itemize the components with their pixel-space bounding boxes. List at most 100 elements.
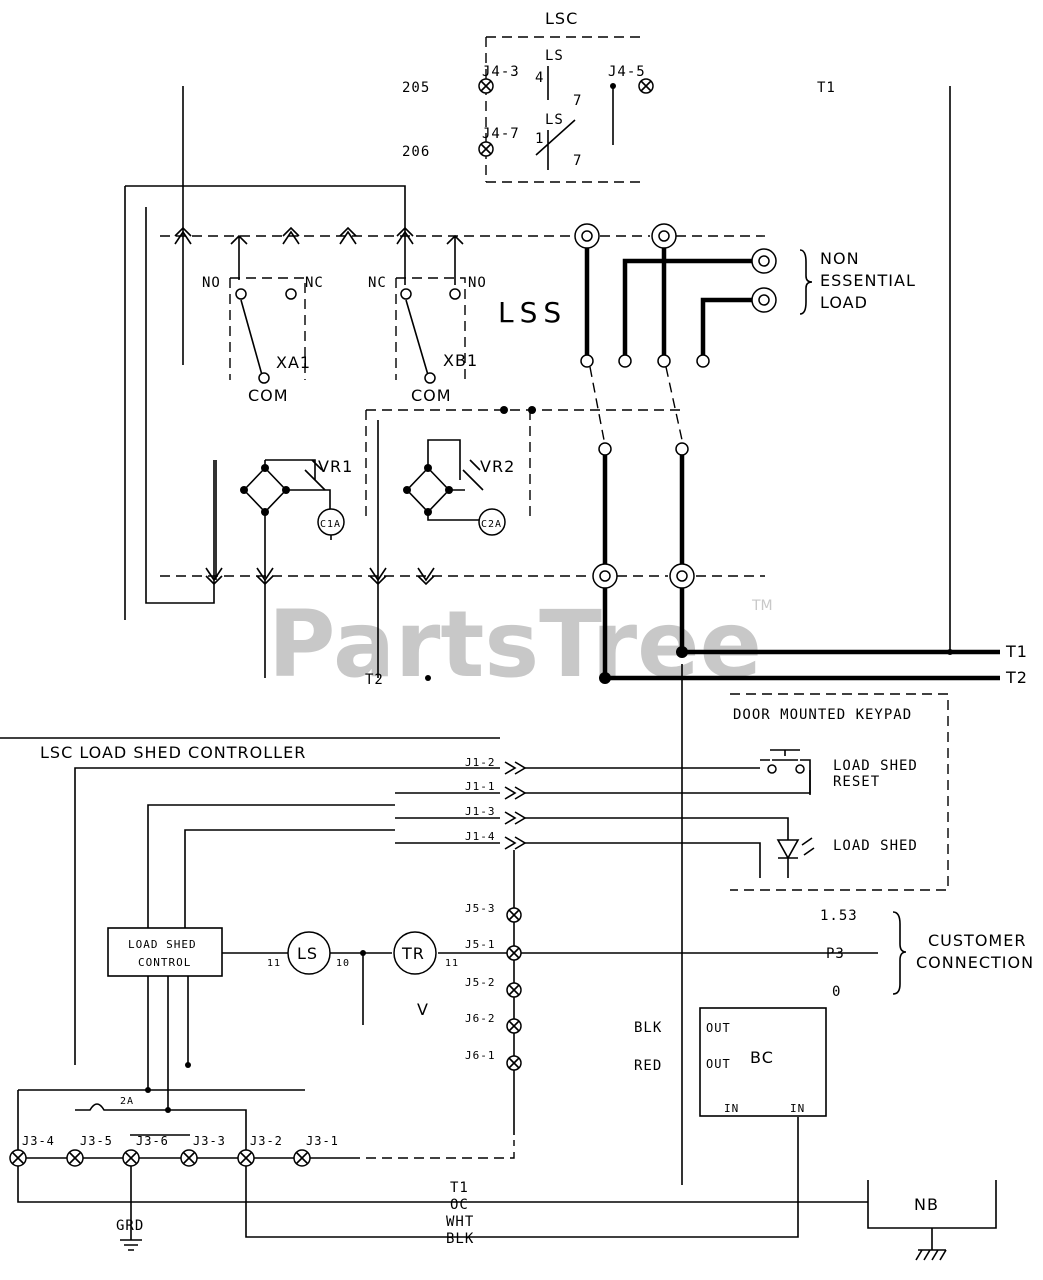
terminal-bottom-2 bbox=[669, 563, 695, 589]
customer-section: 1.53 P3 0 CUSTOMER CONNECTION bbox=[820, 908, 1034, 1000]
j6-2-label: J6-2 bbox=[465, 1012, 496, 1025]
rectifier-left bbox=[240, 459, 331, 578]
j3-4-label: J3-4 bbox=[22, 1134, 55, 1148]
p-top-label: 1.53 bbox=[820, 908, 858, 924]
bc-in-1: IN bbox=[724, 1102, 739, 1115]
j3-6-label: J3-6 bbox=[136, 1134, 169, 1148]
terminal-nel-1 bbox=[751, 248, 777, 274]
j1-2-label: J1-2 bbox=[465, 756, 496, 769]
bc-section: BC OUT OUT IN IN BLK RED bbox=[634, 1007, 827, 1117]
t1-top-label: T1 bbox=[817, 80, 836, 96]
grd-label: GRD bbox=[116, 1218, 144, 1234]
ls-lower-label: LS bbox=[545, 112, 564, 128]
nel-line-1: NON bbox=[820, 249, 860, 268]
terminal-j6-1 bbox=[506, 1055, 522, 1071]
t1-right-label: T1 bbox=[1005, 642, 1028, 661]
controller-section: LSC LOAD SHED CONTROLLER J1-2 J1-1 J1-3 … bbox=[0, 737, 878, 1251]
nc-right-label: NO bbox=[468, 275, 487, 291]
watermark: PartsTree bbox=[268, 591, 762, 698]
j3-2-label: J3-2 bbox=[250, 1134, 283, 1148]
pin-7a-label: 7 bbox=[573, 93, 582, 109]
j4-3-label: J4-3 bbox=[482, 64, 520, 80]
terminal-j3-4 bbox=[9, 1149, 27, 1167]
terminal-j5-2 bbox=[506, 982, 522, 998]
p-bot-label: 0 bbox=[832, 984, 841, 1000]
blk-label: BLK bbox=[634, 1020, 662, 1036]
ls-coil bbox=[287, 931, 331, 975]
pin-7b-label: 7 bbox=[573, 153, 582, 169]
j3-5-label: J3-5 bbox=[80, 1134, 113, 1148]
xb1-label: XB1 bbox=[443, 351, 478, 370]
wire-wht-label: WHT bbox=[446, 1214, 474, 1230]
j5-3-label: J5-3 bbox=[465, 902, 496, 915]
c2a-label: C2A bbox=[481, 519, 502, 530]
fuse-label: 2A bbox=[120, 1096, 134, 1107]
j3-1-label: J3-1 bbox=[306, 1134, 339, 1148]
terminal-j3-3 bbox=[180, 1149, 198, 1167]
j4-7-label: J4-7 bbox=[482, 126, 520, 142]
v-label: V bbox=[417, 1000, 429, 1019]
keypad-title: DOOR MOUNTED KEYPAD bbox=[733, 707, 912, 723]
box-line-1: LOAD SHED bbox=[128, 938, 197, 951]
lsc-top-label: LSC bbox=[545, 9, 578, 28]
terminal-top-2 bbox=[651, 223, 677, 249]
rectifier-right bbox=[403, 439, 490, 521]
ats-section: NO NC NC NO XA1 XB1 COM COM LSS bbox=[124, 86, 1028, 1185]
ls-pin-right: 10 bbox=[336, 958, 350, 969]
j1-1-label: J1-1 bbox=[465, 780, 496, 793]
pin-1-label: 1 bbox=[535, 131, 544, 147]
reset-line-1: LOAD SHED bbox=[833, 758, 918, 774]
vr1-label: VR1 bbox=[318, 457, 353, 476]
com-right-label: COM bbox=[411, 386, 452, 405]
keypad-section: DOOR MOUNTED KEYPAD LOAD SHED RESET LOAD… bbox=[730, 693, 949, 891]
nb-section: NB bbox=[867, 1180, 997, 1261]
load-shed-control-box bbox=[107, 927, 223, 977]
terminal-bottom-1 bbox=[592, 563, 618, 589]
bc-box bbox=[699, 1007, 827, 1117]
xa1-label: XA1 bbox=[276, 353, 311, 372]
terminal-j3-2 bbox=[237, 1149, 255, 1167]
j5-2-label: J5-2 bbox=[465, 976, 496, 989]
terminal-j6-2 bbox=[506, 1018, 522, 1034]
terminal-nel-2 bbox=[751, 287, 777, 313]
nel-line-2: ESSENTIAL bbox=[820, 271, 916, 290]
ls-coil-label: LS bbox=[297, 944, 318, 963]
terminal-j5-3 bbox=[506, 907, 522, 923]
bc-out-1: OUT bbox=[706, 1021, 731, 1035]
coil-c2a bbox=[478, 508, 506, 536]
terminal-j3-1 bbox=[293, 1149, 311, 1167]
bc-out-2: OUT bbox=[706, 1057, 731, 1071]
customer-line-1: CUSTOMER bbox=[928, 931, 1026, 950]
terminal-j4-7 bbox=[478, 141, 494, 157]
wire-205-label: 205 bbox=[402, 80, 430, 96]
controller-title: LSC LOAD SHED CONTROLLER bbox=[40, 743, 306, 762]
wire-oc-label: OC bbox=[450, 1197, 469, 1213]
no-left-label: NO bbox=[202, 275, 221, 291]
watermark-tm: TM bbox=[751, 598, 773, 614]
com-left-label: COM bbox=[248, 386, 289, 405]
lss-label: LSS bbox=[498, 296, 567, 329]
terminal-j4-3 bbox=[478, 78, 494, 94]
t2-right-label: T2 bbox=[1005, 668, 1028, 687]
tr-coil bbox=[393, 931, 437, 975]
j1-3-label: J1-3 bbox=[465, 805, 496, 818]
c1a-label: C1A bbox=[320, 519, 341, 530]
j1-4-label: J1-4 bbox=[465, 830, 496, 843]
pin-4-label: 4 bbox=[535, 70, 544, 86]
tr-coil-label: TR bbox=[401, 944, 425, 963]
red-label: RED bbox=[634, 1058, 662, 1074]
led-icon bbox=[776, 837, 815, 878]
terminal-j4-5 bbox=[638, 78, 654, 94]
p-mid-label: P3 bbox=[826, 946, 845, 962]
j3-3-label: J3-3 bbox=[193, 1134, 226, 1148]
box-line-2: CONTROL bbox=[138, 956, 191, 969]
terminal-top-1 bbox=[574, 223, 600, 249]
j5-1-label: J5-1 bbox=[465, 938, 496, 951]
terminal-j3-6 bbox=[122, 1149, 140, 1167]
terminal-j3-5 bbox=[66, 1149, 84, 1167]
ls-upper-label: LS bbox=[545, 48, 564, 64]
vr2-label: VR2 bbox=[480, 457, 515, 476]
customer-line-2: CONNECTION bbox=[916, 953, 1034, 972]
ls-pin-left: 11 bbox=[267, 958, 281, 969]
wire-blk-label: BLK bbox=[446, 1231, 474, 1247]
